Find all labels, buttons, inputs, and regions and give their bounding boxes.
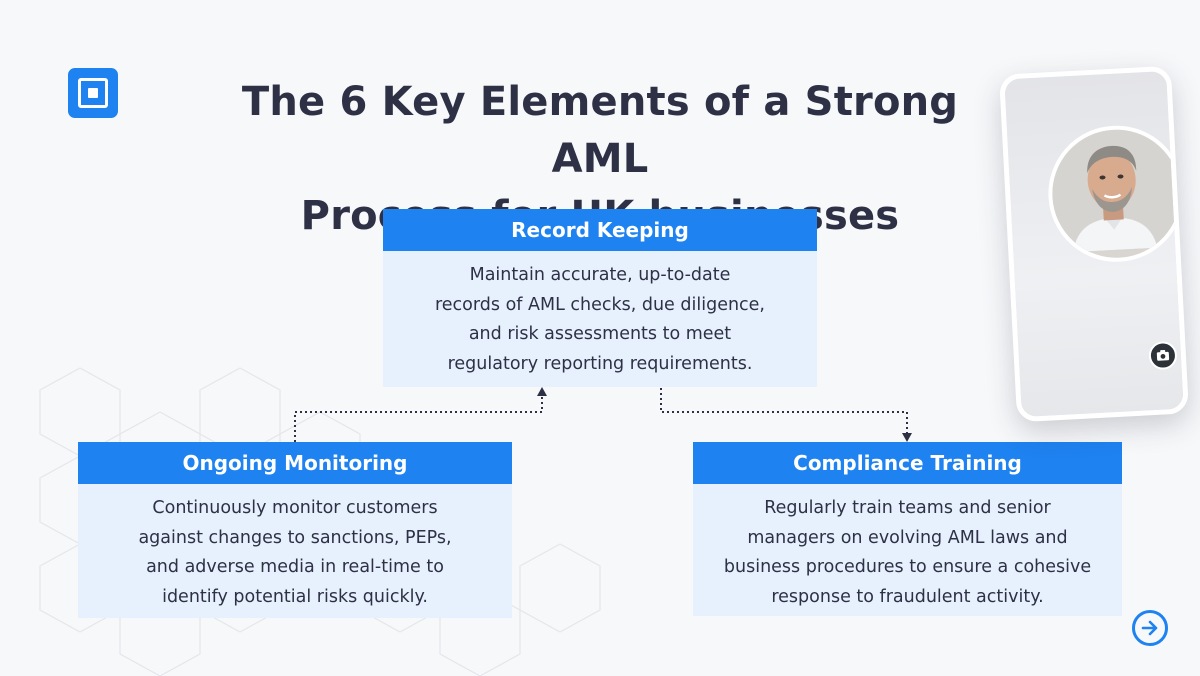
card-description-line: and adverse media in real-time to (146, 557, 444, 577)
card-heading: Compliance Training (693, 442, 1122, 484)
card-ongoing-monitoring: Ongoing Monitoring Continuously monitor … (78, 442, 512, 618)
logo-icon (68, 68, 118, 118)
card-description-line: business procedures to ensure a cohesive (723, 557, 1092, 577)
card-description-line: records of AML checks, due diligence, (434, 294, 765, 315)
title-line-1: The 6 Key Elements of a Strong AML (241, 79, 959, 182)
avatar (1044, 122, 1188, 266)
card-heading: Record Keeping (383, 209, 817, 251)
next-arrow-button[interactable] (1132, 610, 1168, 646)
arrow-right-icon (1141, 620, 1158, 636)
card-description-line: Regularly train teams and senior (764, 498, 1051, 518)
arrowhead-down (902, 433, 912, 442)
portrait-image (1049, 126, 1176, 254)
card-description: Continuously monitor customers against c… (78, 484, 512, 618)
card-description-line: Continuously monitor customers (152, 498, 438, 518)
card-description-line: response to fraudulent activity. (771, 586, 1044, 607)
card-compliance-training: Compliance Training Regularly train team… (693, 442, 1122, 616)
card-description-line: and risk assessments to meet (468, 324, 732, 344)
phone-illustration (999, 65, 1189, 423)
camera-icon (1156, 349, 1170, 361)
card-description-line: against changes to sanctions, PEPs, (138, 527, 452, 548)
card-description-line: identify potential risks quickly. (162, 586, 428, 607)
camera-button[interactable] (1148, 340, 1178, 371)
card-description-line: regulatory reporting requirements. (447, 353, 753, 374)
card-description: Regularly train teams and senior manager… (693, 484, 1122, 616)
card-record-keeping: Record Keeping Maintain accurate, up-to-… (383, 209, 817, 387)
card-description: Maintain accurate, up-to-date records of… (383, 251, 817, 387)
card-description-line: managers on evolving AML laws and (747, 527, 1068, 548)
card-heading: Ongoing Monitoring (78, 442, 512, 484)
card-description-line: Maintain accurate, up-to-date (469, 265, 731, 285)
